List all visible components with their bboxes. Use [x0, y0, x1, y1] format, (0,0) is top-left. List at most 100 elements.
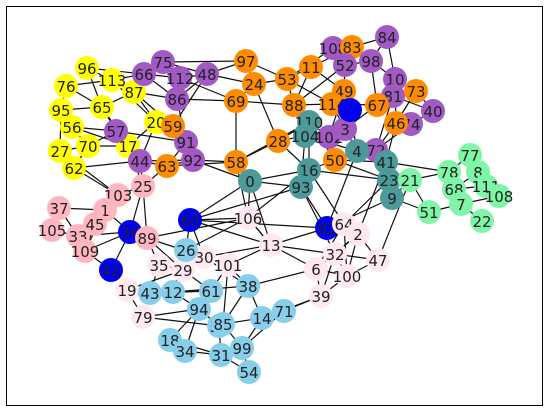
node-circle — [321, 36, 345, 60]
graph-node: 51 — [417, 200, 441, 224]
node-label: 86 — [167, 91, 186, 109]
graph-node: 67 — [365, 93, 389, 117]
node-circle — [377, 168, 401, 192]
node-label: 63 — [157, 158, 176, 176]
graph-node: 44 — [128, 149, 152, 173]
node-circle — [165, 87, 189, 111]
graph-node: 71 — [272, 299, 296, 323]
node-label: 46 — [386, 115, 405, 133]
node-circle — [135, 226, 159, 250]
graph-node: 99 — [230, 336, 254, 360]
graph-node: 66 — [132, 62, 156, 86]
graph-node: 52 — [333, 53, 357, 77]
graph-node: 112 — [166, 66, 195, 90]
node-label: 13 — [261, 237, 280, 255]
graph-node: 23 — [377, 168, 401, 192]
graph-node: 7 — [449, 192, 473, 216]
node-circle — [187, 297, 211, 321]
node-circle — [73, 239, 97, 263]
graph-node: 48 — [195, 62, 219, 86]
node-label: 104 — [291, 128, 320, 146]
node-label: 47 — [368, 252, 387, 270]
node-circle — [470, 209, 494, 233]
graph-node: 97 — [234, 49, 258, 73]
node-label: 101 — [214, 257, 243, 275]
graph-node: 4 — [345, 139, 369, 163]
node-label: 39 — [311, 288, 330, 306]
node-label: 8 — [473, 164, 483, 182]
node-label: 92 — [183, 152, 202, 170]
node-label: 48 — [197, 66, 216, 84]
graph-edge — [308, 169, 390, 181]
node-label: 9 — [387, 190, 397, 208]
graph-node: 92 — [181, 148, 205, 172]
node-label: 66 — [134, 66, 153, 84]
node-circle — [380, 186, 404, 210]
node-label: 40 — [423, 103, 442, 121]
graph-node: 73 — [404, 79, 428, 103]
node-label: 61 — [201, 283, 220, 301]
node-circle — [323, 242, 347, 266]
node-circle — [374, 150, 398, 174]
node-circle — [398, 168, 422, 192]
node-label: 76 — [56, 78, 75, 96]
node-label: 53 — [277, 71, 296, 89]
node-label: 38 — [238, 278, 257, 296]
graph-node: 46 — [384, 111, 408, 135]
node-circle — [155, 154, 179, 178]
node-circle — [224, 150, 248, 174]
node-label: 31 — [211, 347, 230, 365]
node-label: 98 — [361, 53, 380, 71]
graph-node: 84 — [375, 25, 399, 49]
node-label: 65 — [92, 99, 111, 117]
graph-node: 93 — [289, 175, 313, 199]
node-label: 84 — [377, 29, 396, 47]
node-label: 19 — [117, 282, 136, 300]
node-circle — [346, 222, 370, 246]
node-circle — [174, 238, 198, 262]
node-label: 105 — [38, 222, 67, 240]
node-circle — [309, 284, 333, 308]
graph-node: 86 — [165, 87, 189, 111]
graph-node: 87 — [122, 80, 146, 104]
node-label: 89 — [137, 230, 156, 248]
node-label: 7 — [456, 196, 466, 214]
node-label: 34 — [175, 343, 194, 361]
node-circle — [216, 253, 240, 277]
graph-node: 108 — [485, 184, 513, 208]
node-circle — [131, 174, 155, 198]
node-label: 93 — [291, 179, 310, 197]
node-label: 112 — [166, 70, 195, 88]
graph-node: 75 — [151, 50, 175, 74]
node-circle — [323, 148, 347, 172]
node-circle — [90, 95, 114, 119]
graph-node: 41 — [374, 150, 398, 174]
node-circle — [192, 245, 216, 269]
node-circle — [131, 305, 155, 329]
node-label: 97 — [236, 53, 255, 71]
node-circle — [178, 208, 202, 232]
node-circle — [299, 55, 323, 79]
node-circle — [250, 306, 274, 330]
node-circle — [282, 93, 306, 117]
node-label: 6 — [311, 261, 321, 279]
graph-node: 45 — [83, 212, 107, 236]
node-circle — [384, 111, 408, 135]
node-circle — [122, 80, 146, 104]
node-label: 52 — [335, 57, 354, 75]
node-circle — [195, 62, 219, 86]
node-label: 2 — [353, 226, 363, 244]
node-circle — [132, 62, 156, 86]
node-label: 87 — [124, 84, 143, 102]
node-circle — [266, 129, 290, 153]
graph-edge — [162, 60, 247, 63]
graph-edge — [189, 186, 302, 221]
node-circle — [417, 200, 441, 224]
graph-node: 58 — [224, 150, 248, 174]
node-circle — [404, 79, 428, 103]
node-circle — [161, 114, 185, 138]
node-label: 42 — [101, 262, 120, 280]
node-label: 20 — [146, 114, 165, 132]
